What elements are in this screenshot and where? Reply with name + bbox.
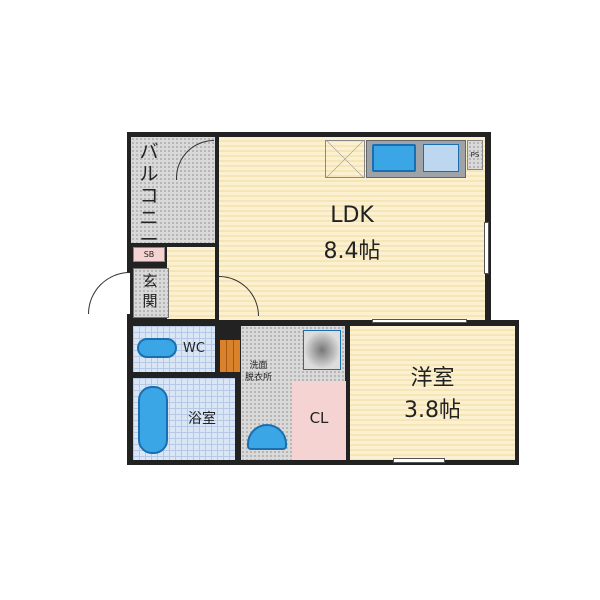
ldk-window[interactable] bbox=[484, 222, 489, 274]
bathtub-icon bbox=[138, 386, 168, 454]
washroom-label: 洗面 脱衣所 bbox=[245, 361, 273, 383]
western-name: 洋室 bbox=[410, 366, 455, 391]
ldk-sliding-door[interactable] bbox=[372, 319, 467, 323]
wc-label: WC bbox=[183, 341, 205, 356]
washbasin-icon bbox=[247, 424, 287, 450]
fridge-space bbox=[325, 140, 365, 178]
western-window[interactable] bbox=[393, 458, 445, 463]
ldk-name: LDK bbox=[330, 203, 374, 228]
balcony-label: バルコニー bbox=[139, 141, 159, 251]
washing-machine-icon bbox=[303, 330, 341, 370]
closet-label: CL bbox=[309, 409, 329, 427]
pipe-space: PS bbox=[467, 140, 483, 170]
entrance-label: 玄関 bbox=[142, 272, 158, 310]
closet[interactable]: CL bbox=[292, 381, 346, 460]
bath-label: 浴室 bbox=[188, 411, 216, 427]
entrance: 玄関 bbox=[133, 268, 169, 318]
ldk-size: 8.4帖 bbox=[323, 239, 381, 264]
western-room: 洋室 3.8帖 bbox=[350, 326, 515, 460]
sink-icon bbox=[372, 144, 416, 172]
entrance-door[interactable] bbox=[88, 272, 130, 314]
hallway bbox=[167, 247, 215, 319]
stove-icon bbox=[423, 144, 459, 172]
western-size: 3.8帖 bbox=[404, 398, 461, 423]
wc-room: WC bbox=[133, 326, 215, 372]
shoebox: SB bbox=[133, 247, 165, 262]
toilet-icon bbox=[137, 338, 177, 358]
bath-room: 浴室 bbox=[133, 378, 235, 460]
stairs bbox=[220, 340, 240, 372]
